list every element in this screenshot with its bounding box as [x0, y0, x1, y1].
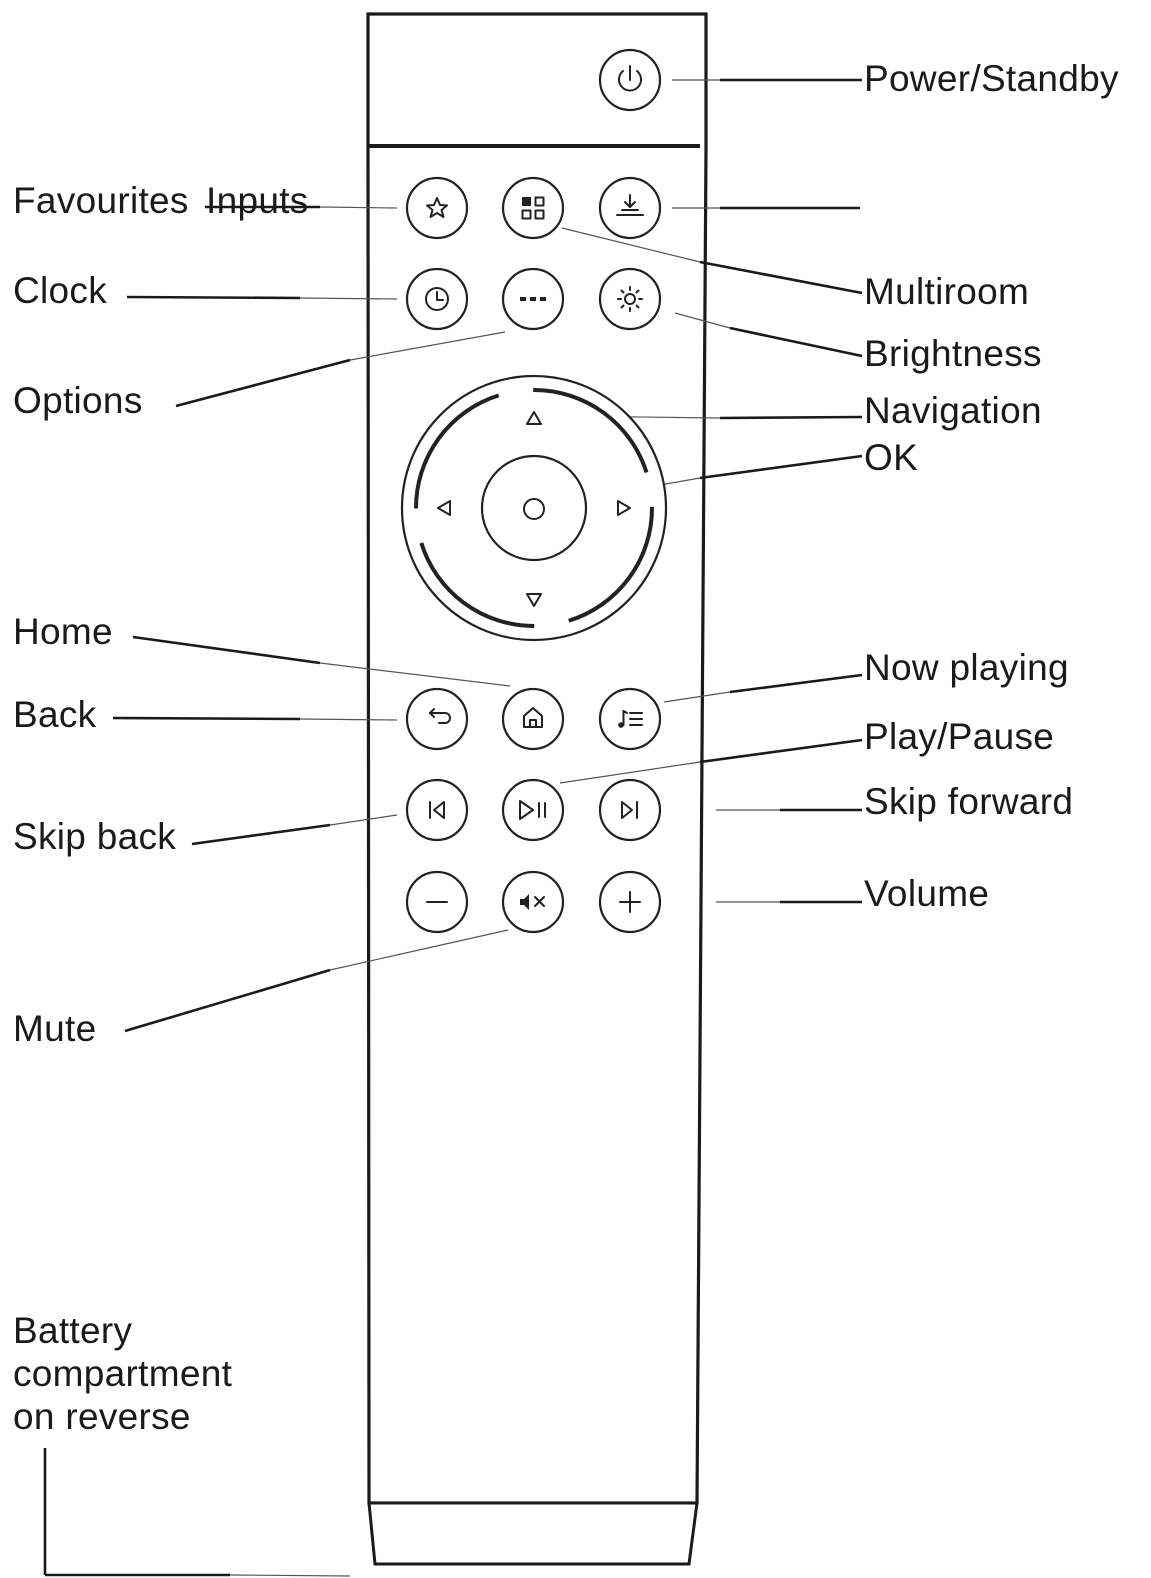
home-button[interactable]: [501, 687, 565, 751]
mute-button[interactable]: [501, 870, 565, 934]
back-button[interactable]: [405, 687, 469, 751]
ok-button[interactable]: [480, 454, 588, 562]
label-battery-compartment: Battery compartment on reverse: [13, 1310, 233, 1437]
label-multiroom: Multiroom: [864, 271, 1030, 312]
label-power-standby: Power/Standby: [864, 58, 1119, 99]
skip-back-button[interactable]: [405, 778, 469, 842]
power-button[interactable]: [598, 48, 662, 112]
multiroom-button[interactable]: [501, 176, 565, 240]
label-volume: Volume: [864, 873, 990, 914]
label-options: Options: [13, 380, 143, 421]
label-brightness: Brightness: [864, 333, 1042, 374]
volume-up-button[interactable]: [598, 870, 662, 934]
label-skip-back: Skip back: [13, 816, 177, 857]
remote-body: [366, 12, 708, 1566]
nav-right-icon[interactable]: [617, 500, 631, 516]
sun-icon: [617, 286, 643, 312]
volume-down-button[interactable]: [405, 870, 469, 934]
now-playing-button[interactable]: [598, 687, 662, 751]
options-button[interactable]: [501, 267, 565, 331]
ok-icon: [523, 498, 545, 520]
nav-down-icon[interactable]: [526, 593, 542, 607]
nav-left-icon[interactable]: [437, 500, 451, 516]
label-mute: Mute: [13, 1008, 97, 1049]
inputs-button[interactable]: [598, 176, 662, 240]
label-clock: Clock: [13, 270, 108, 311]
label-favourites: Favourites: [13, 180, 189, 221]
grid-icon: [521, 196, 545, 220]
label-back: Back: [13, 694, 97, 735]
nav-up-icon[interactable]: [526, 411, 542, 425]
skip-forward-icon: [621, 801, 638, 819]
star-icon: [426, 197, 448, 218]
label-home: Home: [13, 611, 113, 652]
navigation-ring-marks: [414, 388, 654, 628]
music-list-icon: [618, 710, 643, 728]
power-icon: [618, 65, 642, 92]
clock-button[interactable]: [405, 267, 469, 331]
home-icon: [523, 707, 543, 728]
skip-back-icon: [429, 801, 445, 819]
back-arrow-icon: [429, 708, 451, 724]
clock-icon: [425, 287, 449, 311]
play-pause-button[interactable]: [501, 778, 565, 842]
label-navigation: Navigation: [864, 390, 1042, 431]
label-play-pause: Play/Pause: [864, 716, 1055, 757]
brightness-button[interactable]: [598, 267, 662, 331]
label-now-playing: Now playing: [864, 647, 1069, 688]
input-icon: [616, 194, 644, 216]
battery-cap: [367, 1501, 699, 1566]
favourites-button[interactable]: [405, 176, 469, 240]
plus-icon: [619, 891, 641, 913]
label-inputs: Inputs: [206, 180, 309, 221]
play-pause-icon: [519, 800, 546, 820]
mute-icon: [520, 894, 545, 910]
label-skip-forward: Skip forward: [864, 781, 1074, 822]
ellipsis-icon: [520, 297, 546, 301]
skip-forward-button[interactable]: [598, 778, 662, 842]
label-ok: OK: [864, 437, 919, 478]
